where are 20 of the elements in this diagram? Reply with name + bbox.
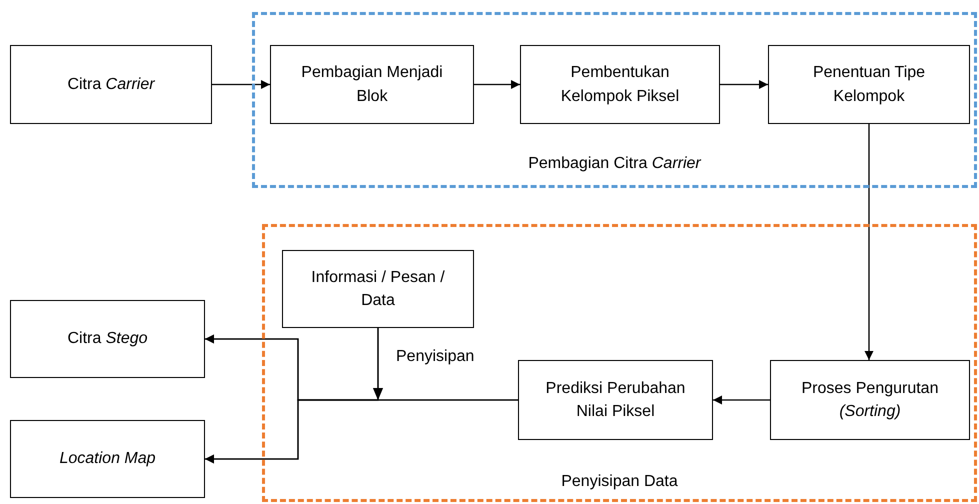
process-box: Proses Pengurutan (Sorting)	[770, 360, 970, 440]
arrow	[720, 80, 768, 89]
process-box: Informasi / Pesan / Data	[282, 250, 474, 328]
dashed-group-frame	[262, 224, 977, 502]
process-box: Penentuan Tipe Kelompok	[768, 45, 970, 124]
group-label: Penyisipan Data	[561, 473, 678, 491]
arrow	[474, 80, 520, 89]
process-box: Citra Stego	[10, 300, 205, 378]
dashed-group-frame	[252, 12, 977, 188]
process-box: Pembagian Menjadi Blok	[270, 45, 474, 124]
group-label: Pembagian Citra Carrier	[528, 155, 701, 173]
arrow	[212, 80, 270, 89]
process-box: Prediksi Perubahan Nilai Piksel	[518, 360, 713, 440]
process-box: Location Map	[10, 420, 205, 498]
arrow	[864, 124, 874, 360]
process-box: Pembentukan Kelompok Piksel	[520, 45, 720, 124]
process-box: Citra Carrier	[10, 45, 212, 124]
arrow	[713, 396, 770, 404]
edge-label: Penyisipan	[396, 348, 474, 366]
arrow	[205, 328, 383, 464]
